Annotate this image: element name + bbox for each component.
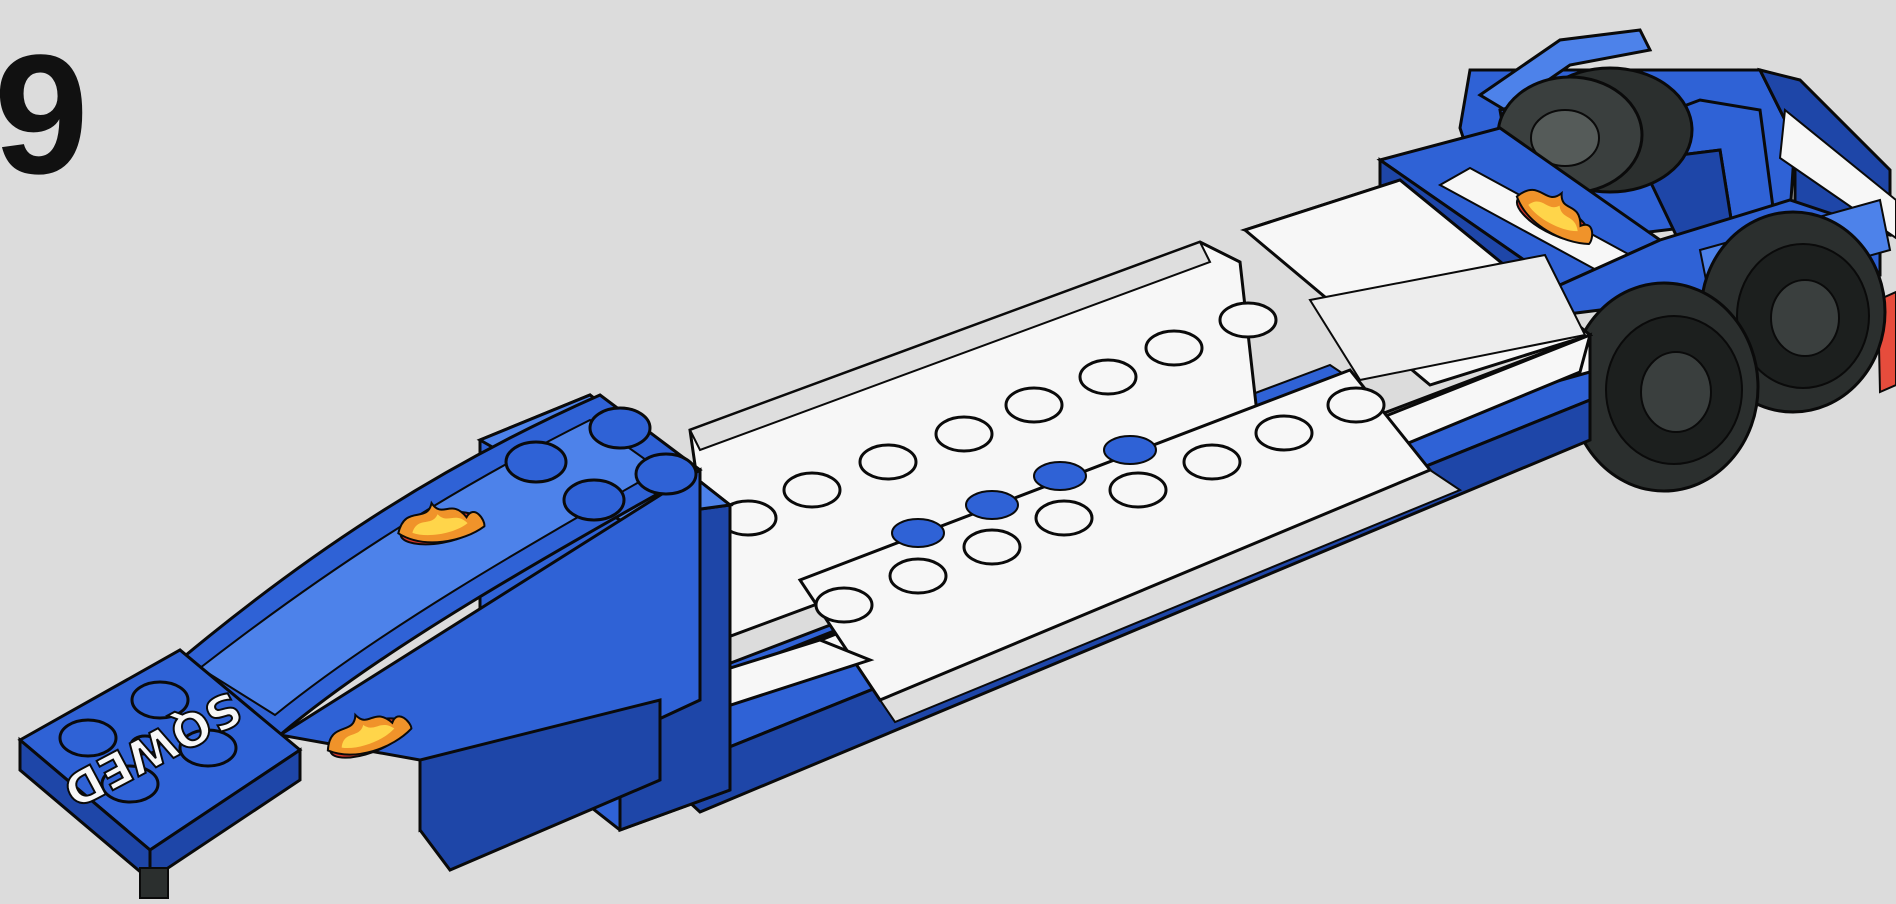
truck-wheels [1568, 210, 1887, 493]
deck-studs [718, 301, 1386, 624]
trailer-gooseneck [17, 393, 734, 899]
step-number: 9 [0, 20, 89, 210]
